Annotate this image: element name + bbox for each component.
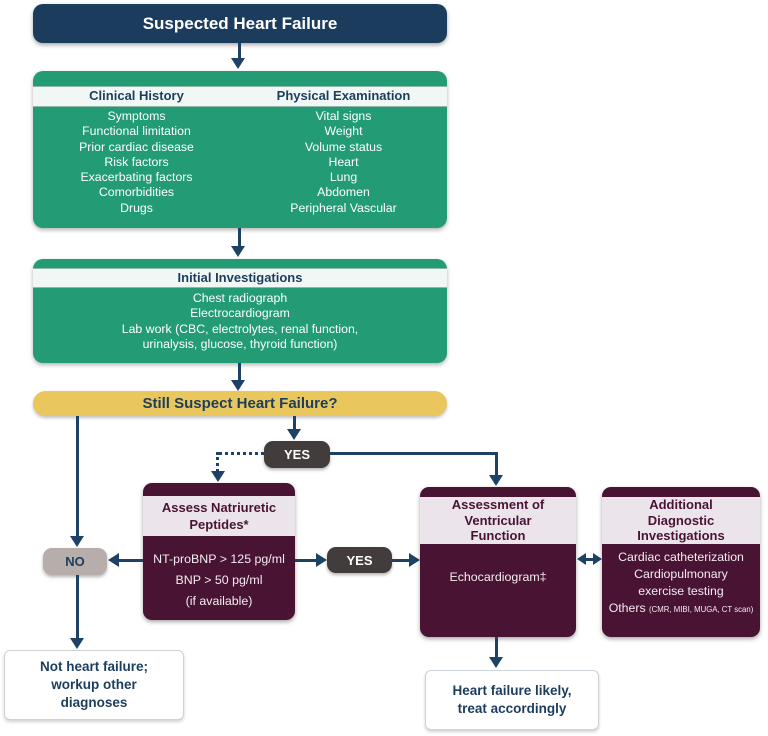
arrowhead-down-icon (231, 380, 245, 391)
start-node-label: Suspected Heart Failure (142, 13, 338, 33)
clinical-history-header: Clinical History (89, 88, 184, 103)
arrowhead-down-icon (70, 536, 84, 547)
exam-item: Lung (329, 170, 358, 185)
connector-line (330, 452, 498, 455)
exam-item: Heart (328, 154, 359, 169)
additional-item: Cardiopulmonary (634, 567, 728, 581)
arrowhead-down-icon (70, 638, 84, 649)
no-pill-label: NO (65, 554, 85, 569)
no-pill: NO (43, 548, 107, 575)
yes2-pill: YES (327, 547, 392, 573)
outcome-positive-label: Heart failure likely, treat accordingly (452, 683, 572, 716)
outcome-negative-label: Not heart failure; workup other diagnose… (39, 659, 148, 710)
arrowhead-left-icon (108, 553, 119, 567)
header-strip (33, 268, 447, 288)
exam-item: Peripheral Vascular (290, 200, 397, 215)
arrowhead-down-icon (211, 471, 225, 482)
natriuretic-line: BNP > 50 pg/ml (175, 573, 263, 587)
clinical-history-exam-box: Clinical History Symptoms Functional lim… (33, 71, 447, 228)
connector-line (76, 416, 79, 537)
arrowhead-right-icon (409, 553, 420, 567)
ventricular-header: Assessment of Ventricular Function (420, 497, 576, 544)
connector-line (238, 43, 241, 60)
dotted-connector (586, 557, 593, 561)
header-strip (33, 86, 447, 107)
investigation-item: Lab work (CBC, electrolytes, renal funct… (121, 321, 359, 336)
additional-others-line: Others (CMR, MIBI, MUGA, CT scan) (602, 600, 760, 618)
physical-exam-header: Physical Examination (276, 88, 411, 103)
history-item: Comorbidities (98, 185, 175, 200)
history-item: Prior cardiac disease (79, 139, 194, 154)
history-item: Symptoms (107, 109, 166, 123)
additional-item: Cardiac catheterization (618, 550, 744, 564)
arrowhead-down-icon (489, 657, 503, 668)
connector-line (238, 363, 241, 381)
exam-item: Abdomen (317, 185, 370, 200)
history-item: Risk factors (104, 154, 169, 169)
arrowhead-down-icon (231, 246, 245, 257)
yes2-pill-label: YES (346, 552, 373, 568)
dotted-connector (216, 452, 219, 472)
dotted-connector (219, 452, 264, 455)
start-node: Suspected Heart Failure (33, 4, 447, 43)
arrowhead-right-icon (316, 553, 327, 567)
initial-investigations-header: Initial Investigations (177, 270, 303, 285)
ventricular-function-box: Assessment of Ventricular Function Echoc… (420, 487, 576, 637)
connector-line (295, 559, 317, 562)
yes-pill: YES (264, 441, 330, 468)
connector-line (293, 416, 296, 430)
ventricular-body: Echocardiogram‡ (449, 570, 547, 584)
natriuretic-header: Assess Natriuretic Peptides* (143, 496, 295, 536)
investigation-item: urinalysis, glucose, thyroid function) (142, 336, 338, 351)
connector-line (495, 452, 498, 476)
connector-line (495, 637, 498, 658)
initial-investigations-box: Initial Investigations Chest radiograph … (33, 259, 447, 363)
others-label: Others (608, 601, 646, 615)
arrowhead-right-icon (593, 553, 602, 565)
history-item: Functional limitation (82, 124, 191, 139)
additional-header: Additional Diagnostic Investigations (602, 497, 760, 544)
outcome-not-heart-failure-box: Not heart failure; workup other diagnose… (4, 650, 184, 720)
exam-item: Weight (324, 124, 363, 139)
natriuretic-line: NT-proBNP > 125 pg/ml (153, 552, 285, 566)
natriuretic-peptides-box: Assess Natriuretic Peptides* NT-proBNP >… (143, 483, 295, 620)
connector-line (392, 559, 410, 562)
additional-item: exercise testing (638, 584, 724, 598)
arrowhead-left-icon (577, 553, 586, 565)
outcome-heart-failure-likely-box: Heart failure likely, treat accordingly (425, 670, 599, 730)
arrowhead-down-icon (489, 475, 503, 486)
others-detail: (CMR, MIBI, MUGA, CT scan) (649, 605, 754, 614)
double-dotted-arrow-icon (577, 553, 602, 565)
natriuretic-line: (if available) (185, 594, 253, 608)
yes-pill-label: YES (283, 447, 310, 462)
decision-bar: Still Suspect Heart Failure? (33, 391, 447, 416)
connector-line (119, 559, 143, 562)
connector-line (76, 575, 79, 638)
additional-investigations-box: Additional Diagnostic Investigations Car… (602, 487, 760, 637)
history-item: Drugs (120, 200, 153, 215)
investigation-item: Chest radiograph (192, 291, 288, 305)
history-item: Exacerbating factors (80, 170, 193, 185)
exam-item: Vital signs (315, 109, 372, 123)
decision-question: Still Suspect Heart Failure? (142, 395, 338, 412)
connector-line (238, 228, 241, 246)
investigation-item: Electrocardiogram (190, 306, 290, 321)
arrowhead-down-icon (287, 429, 301, 440)
exam-item: Volume status (304, 139, 383, 154)
arrowhead-down-icon (231, 58, 245, 69)
